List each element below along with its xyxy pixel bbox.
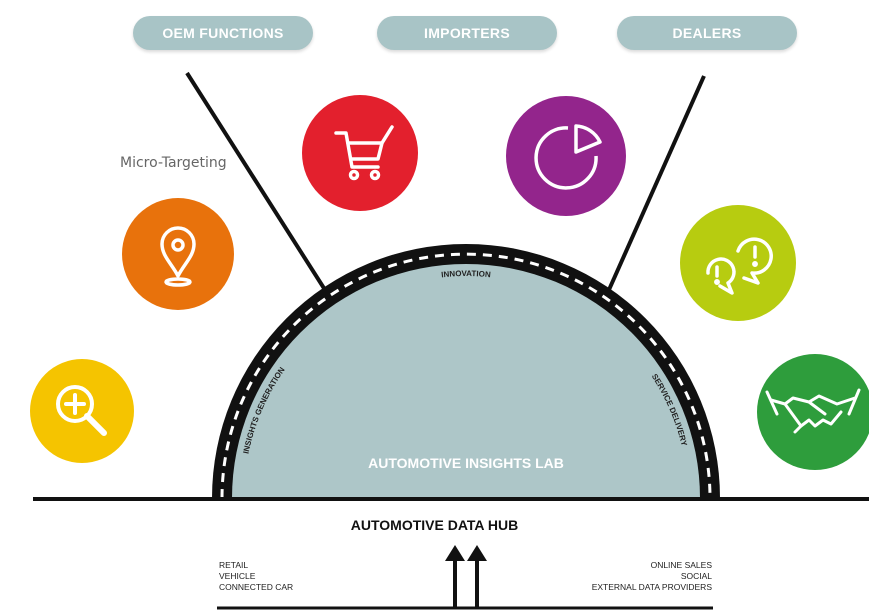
arc-label-innovation: INNOVATION xyxy=(441,269,492,279)
circle-handshake xyxy=(757,354,869,470)
source-vehicle: VEHICLE xyxy=(219,571,256,581)
circle-chat xyxy=(680,205,796,321)
speech-bubbles-icon xyxy=(706,237,773,295)
magnifier-plus-icon xyxy=(56,385,107,436)
location-pin-icon xyxy=(160,226,196,287)
shopping-cart-icon xyxy=(334,125,394,181)
pill-oem-functions: OEM FUNCTIONS xyxy=(133,16,313,50)
handshake-icon xyxy=(765,388,861,434)
source-social: SOCIAL xyxy=(680,571,712,581)
sources-left: RETAIL VEHICLE CONNECTED CAR xyxy=(219,560,293,593)
circle-pie xyxy=(506,96,626,216)
caption-label: Micro-Targeting xyxy=(120,155,227,171)
connector-line-left xyxy=(185,71,329,295)
source-retail: RETAIL xyxy=(219,560,249,570)
sources-right: ONLINE SALES SOCIAL EXTERNAL DATA PROVID… xyxy=(530,560,712,593)
svg-text:INNOVATION: INNOVATION xyxy=(441,269,492,279)
pill-dealers: DEALERS xyxy=(617,16,797,50)
circle-magnifier xyxy=(30,359,134,463)
dome-dashed-track xyxy=(220,252,712,499)
dome-fill xyxy=(232,264,700,498)
circle-cart xyxy=(302,95,418,211)
hub-arrows xyxy=(445,545,487,608)
circle-location xyxy=(122,198,234,310)
hub-title: AUTOMOTIVE DATA HUB xyxy=(350,517,519,533)
source-connected-car: CONNECTED CAR xyxy=(219,582,294,592)
dome-title: AUTOMOTIVE INSIGHTS LAB xyxy=(368,455,564,471)
pill-importers: IMPORTERS xyxy=(377,16,557,50)
source-online-sales: ONLINE SALES xyxy=(650,560,712,570)
dome: INSIGHTS GENERATION INNOVATION SERVICE D… xyxy=(212,244,720,499)
pie-chart-icon xyxy=(534,124,602,190)
source-external-data-providers: EXTERNAL DATA PROVIDERS xyxy=(591,582,712,592)
connector-line-right xyxy=(606,75,706,293)
